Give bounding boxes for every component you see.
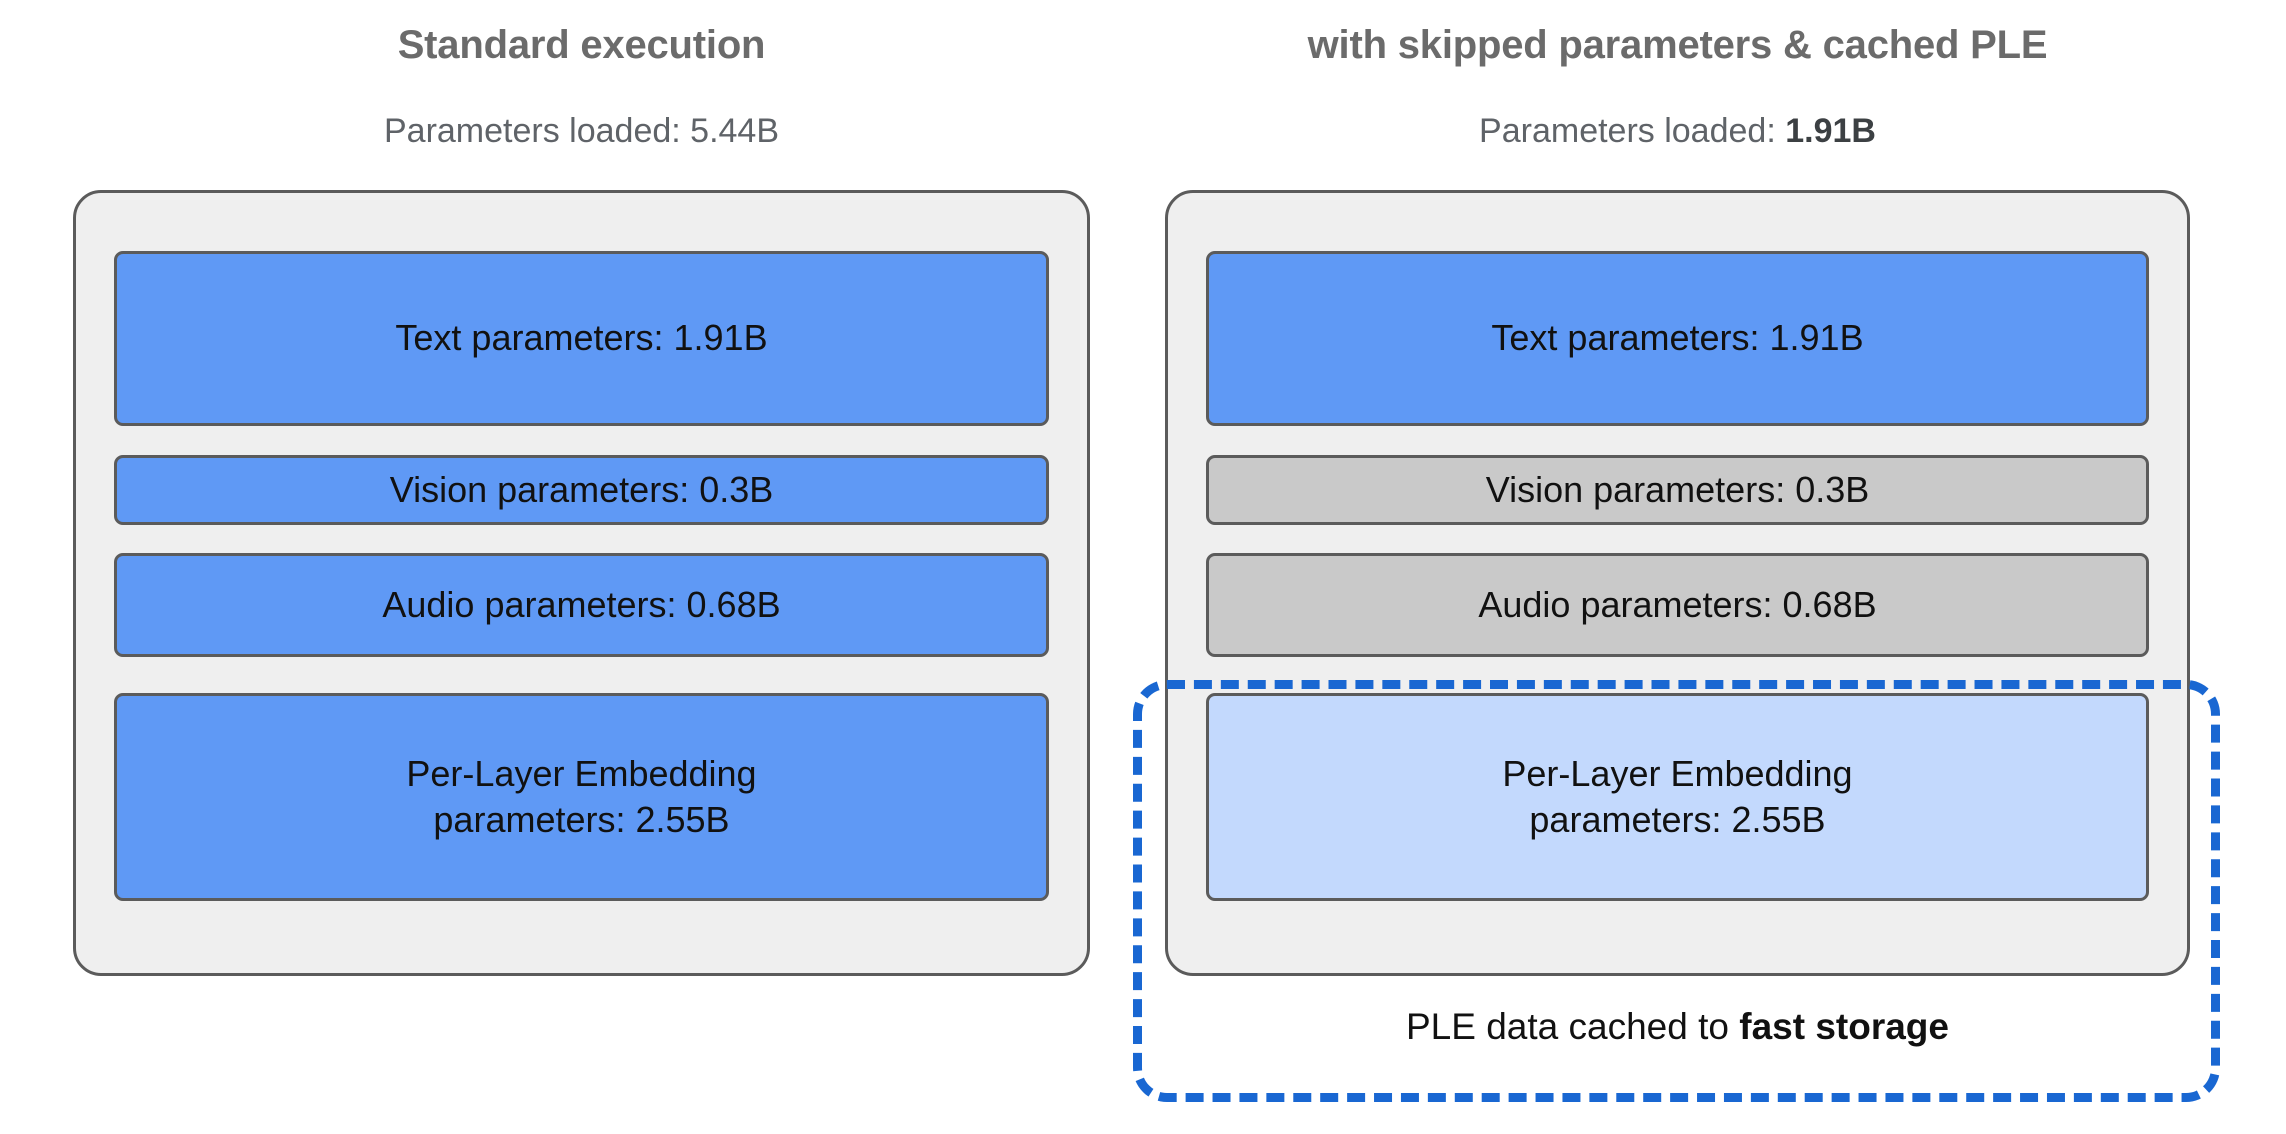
optimized-execution-container: Text parameters: 1.91B Vision parameters… [1165,190,2190,976]
standard-ple-label-line2: parameters: 2.55B [433,799,730,840]
optimized-text-parameters-block: Text parameters: 1.91B [1206,251,2149,426]
optimized-audio-parameters-block: Audio parameters: 0.68B [1206,553,2149,657]
standard-vision-parameters-block: Vision parameters: 0.3B [114,455,1049,525]
optimized-subtitle-value: 1.91B [1785,112,1876,150]
optimized-ple-label-line1: Per-Layer Embedding [1502,752,1853,794]
optimized-subtitle-prefix: Parameters loaded: [1479,112,1786,150]
optimized-column-title: with skipped parameters & cached PLE [1307,23,2048,67]
standard-column-subtitle: Parameters loaded: 5.44B [73,112,1090,150]
optimized-ple-parameters-block: Per-Layer Embedding parameters: 2.55B [1206,693,2149,901]
standard-ple-parameters-block: Per-Layer Embedding parameters: 2.55B [114,693,1049,901]
standard-subtitle-prefix: Parameters loaded: [383,112,691,150]
optimized-ple-label-line2: parameters: 2.55B [1529,799,1826,840]
standard-ple-label-line1: Per-Layer Embedding [406,752,757,794]
cache-caption-emphasis: fast storage [1739,1006,1949,1047]
standard-text-parameters-block: Text parameters: 1.91B [114,251,1049,426]
optimized-vision-parameters-block: Vision parameters: 0.3B [1206,455,2149,525]
cache-caption-prefix: PLE data cached to [1406,1006,1740,1047]
optimized-column-subtitle: Parameters loaded: 1.91B [1165,112,2190,150]
cache-caption: PLE data cached to fast storage [1160,1006,2195,1048]
standard-audio-parameters-block: Audio parameters: 0.68B [114,553,1049,657]
standard-subtitle-value: 5.44B [690,112,780,150]
standard-column-title: Standard execution [397,23,766,67]
standard-execution-container: Text parameters: 1.91B Vision parameters… [73,190,1090,976]
